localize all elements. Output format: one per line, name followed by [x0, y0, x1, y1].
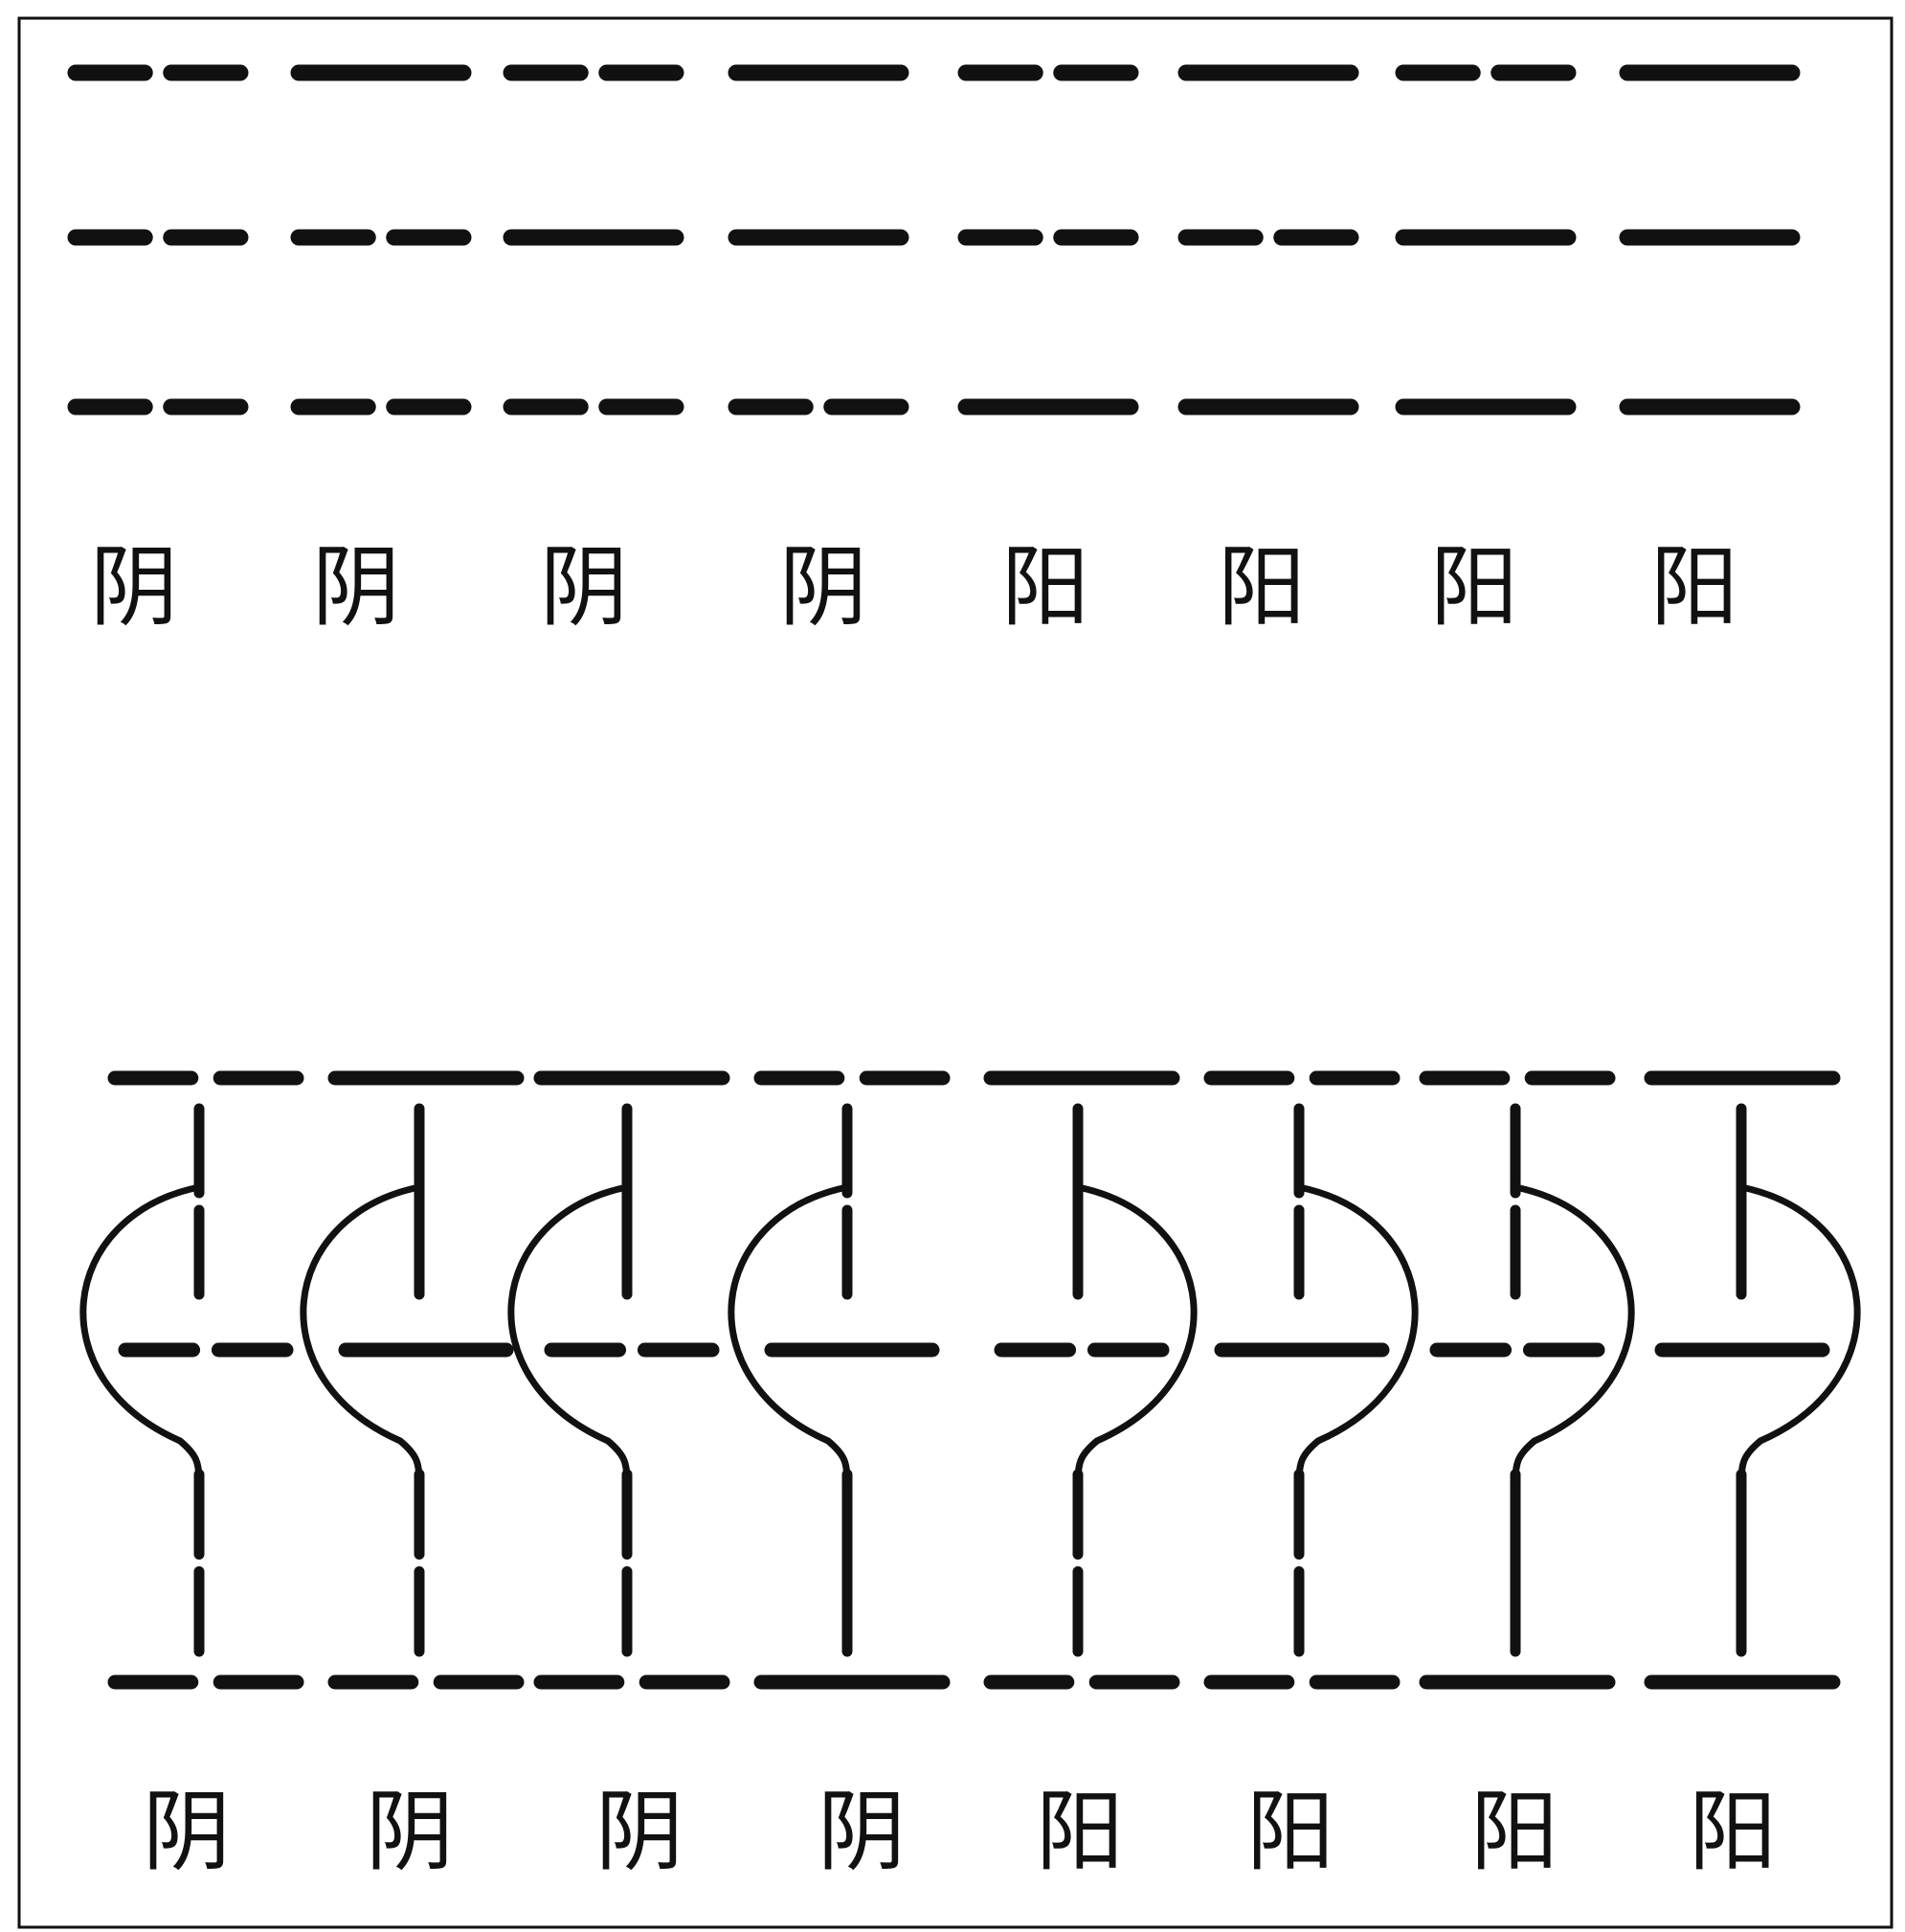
bottom-label-7: 阳: [1470, 1781, 1558, 1883]
bottom-label-5: 阳: [1036, 1781, 1124, 1883]
diagram-frame: [17, 16, 1894, 1929]
trigram-1: [67, 64, 249, 416]
figure-1-curve: [79, 1183, 203, 1488]
figure-2: [300, 1070, 525, 1690]
top-trigrams: [67, 64, 1801, 416]
bottom-label-1: 阴: [143, 1781, 231, 1883]
bottom-label-4: 阴: [818, 1781, 906, 1883]
figure-8: [1644, 1070, 1861, 1690]
top-label-3: 阴: [540, 536, 628, 639]
bottom-label-8: 阳: [1689, 1781, 1777, 1883]
figure-8-curve: [1737, 1183, 1861, 1488]
top-label-8: 阳: [1650, 536, 1738, 639]
top-label-6: 阳: [1218, 536, 1306, 639]
bottom-labels: 阴 阴 阴 阴 阳 阳 阳 阳: [143, 1781, 1777, 1883]
figure-4-curve: [728, 1183, 851, 1488]
top-label-2: 阴: [312, 536, 400, 639]
trigram-7: [1395, 64, 1577, 416]
trigram-6: [1177, 64, 1359, 416]
trigram-2: [290, 64, 472, 416]
bottom-figures: [79, 1070, 1861, 1690]
figure-1: [79, 1070, 304, 1690]
top-label-5: 阳: [1001, 536, 1089, 639]
top-labels: 阴 阴 阴 阴 阳 阳 阳 阳: [90, 536, 1738, 639]
bottom-label-6: 阳: [1246, 1781, 1334, 1883]
trigram-8: [1619, 64, 1801, 416]
bottom-label-2: 阴: [366, 1781, 454, 1883]
figure-7: [1419, 1070, 1635, 1690]
figure-7-curve: [1512, 1183, 1635, 1488]
top-label-7: 阳: [1430, 536, 1518, 639]
figure-4: [728, 1070, 951, 1690]
figure-6: [1203, 1070, 1419, 1690]
bottom-label-3: 阴: [595, 1781, 684, 1883]
figure-2-curve: [300, 1183, 423, 1488]
trigram-4: [728, 64, 909, 416]
figure-3: [507, 1070, 730, 1690]
top-label-4: 阴: [779, 536, 867, 639]
trigram-5: [957, 64, 1139, 416]
trigram-3: [503, 64, 684, 416]
top-label-1: 阴: [90, 536, 178, 639]
figure-5: [983, 1070, 1198, 1690]
figure-3-curve: [507, 1183, 631, 1488]
figure-5-curve: [1074, 1183, 1198, 1488]
figure-6-curve: [1295, 1183, 1419, 1488]
